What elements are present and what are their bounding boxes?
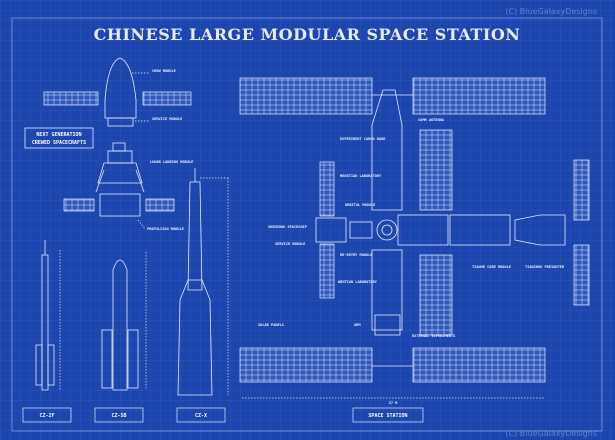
rocket-label-czx: CZ-X <box>195 413 207 419</box>
label-lunar-landing: LUNAR LANDING MODULE <box>150 160 193 164</box>
label-tianzhou: TIANZHOU FREIGHTER <box>525 265 565 269</box>
label-station-service-module: SERVICE MODULE <box>275 242 305 246</box>
label-arm: ARM <box>354 323 361 327</box>
rocket-cz-5b <box>101 252 147 391</box>
watermark-bottom: (C) BlueGalaxyDesigns <box>505 429 597 438</box>
label-tianhe: TIANHE CORE MODULE <box>472 265 511 269</box>
watermark-top: (C) BlueGalaxyDesigns <box>505 7 597 16</box>
label-cargo-door: EXPERIMENT CARGO DOOR <box>340 137 386 141</box>
label-external-experiments: EXTERNAL EXPERIMENTS <box>412 334 455 338</box>
label-comm-antenna: COMM ANTENNA <box>418 118 445 122</box>
label-length: 37 M <box>389 401 398 405</box>
rocket-label-cz5b: CZ-5B <box>111 413 126 419</box>
label-orbital-module: ORBITAL MODULE <box>345 203 375 207</box>
frame-border <box>11 17 603 432</box>
rocket-cz-x <box>177 168 230 396</box>
station-labels: COMM ANTENNA EXPERIMENT CARGO DOOR MENGT… <box>258 118 565 423</box>
label-solar-panels: SOLAR PANELS <box>258 323 284 327</box>
label-reentry-module: RE-ENTRY MODULE <box>340 253 372 257</box>
label-service-module: SERVICE MODULE <box>152 117 182 121</box>
next-gen-line1: NEXT GENERATION <box>36 132 81 138</box>
label-wentian: WENTIAN LABORATORY <box>338 280 378 284</box>
rocket-labels: CZ-2F CZ-5B CZ-X <box>22 407 226 423</box>
crew-spacecraft-drawing <box>43 57 192 127</box>
rocket-cz-2f <box>35 240 61 391</box>
next-gen-line2: CREWED SPACECRAFTS <box>32 140 86 146</box>
label-crew-module: CREW MODULE <box>152 69 176 73</box>
label-mengtian: MENGTIAN LABORATORY <box>340 174 382 178</box>
label-space-station: SPACE STATION <box>368 413 407 419</box>
label-propulsion: PROPULSION MODULE <box>147 227 184 231</box>
poster-title: CHINESE LARGE MODULAR SPACE STATION <box>94 25 521 44</box>
lunar-lander-drawing <box>63 142 175 217</box>
label-shenzhou: SHENZHOU SPACESHIP <box>268 225 308 229</box>
space-station-drawing <box>239 77 590 399</box>
rocket-label-cz2f: CZ-2F <box>39 413 54 419</box>
next-gen-box <box>24 127 94 149</box>
